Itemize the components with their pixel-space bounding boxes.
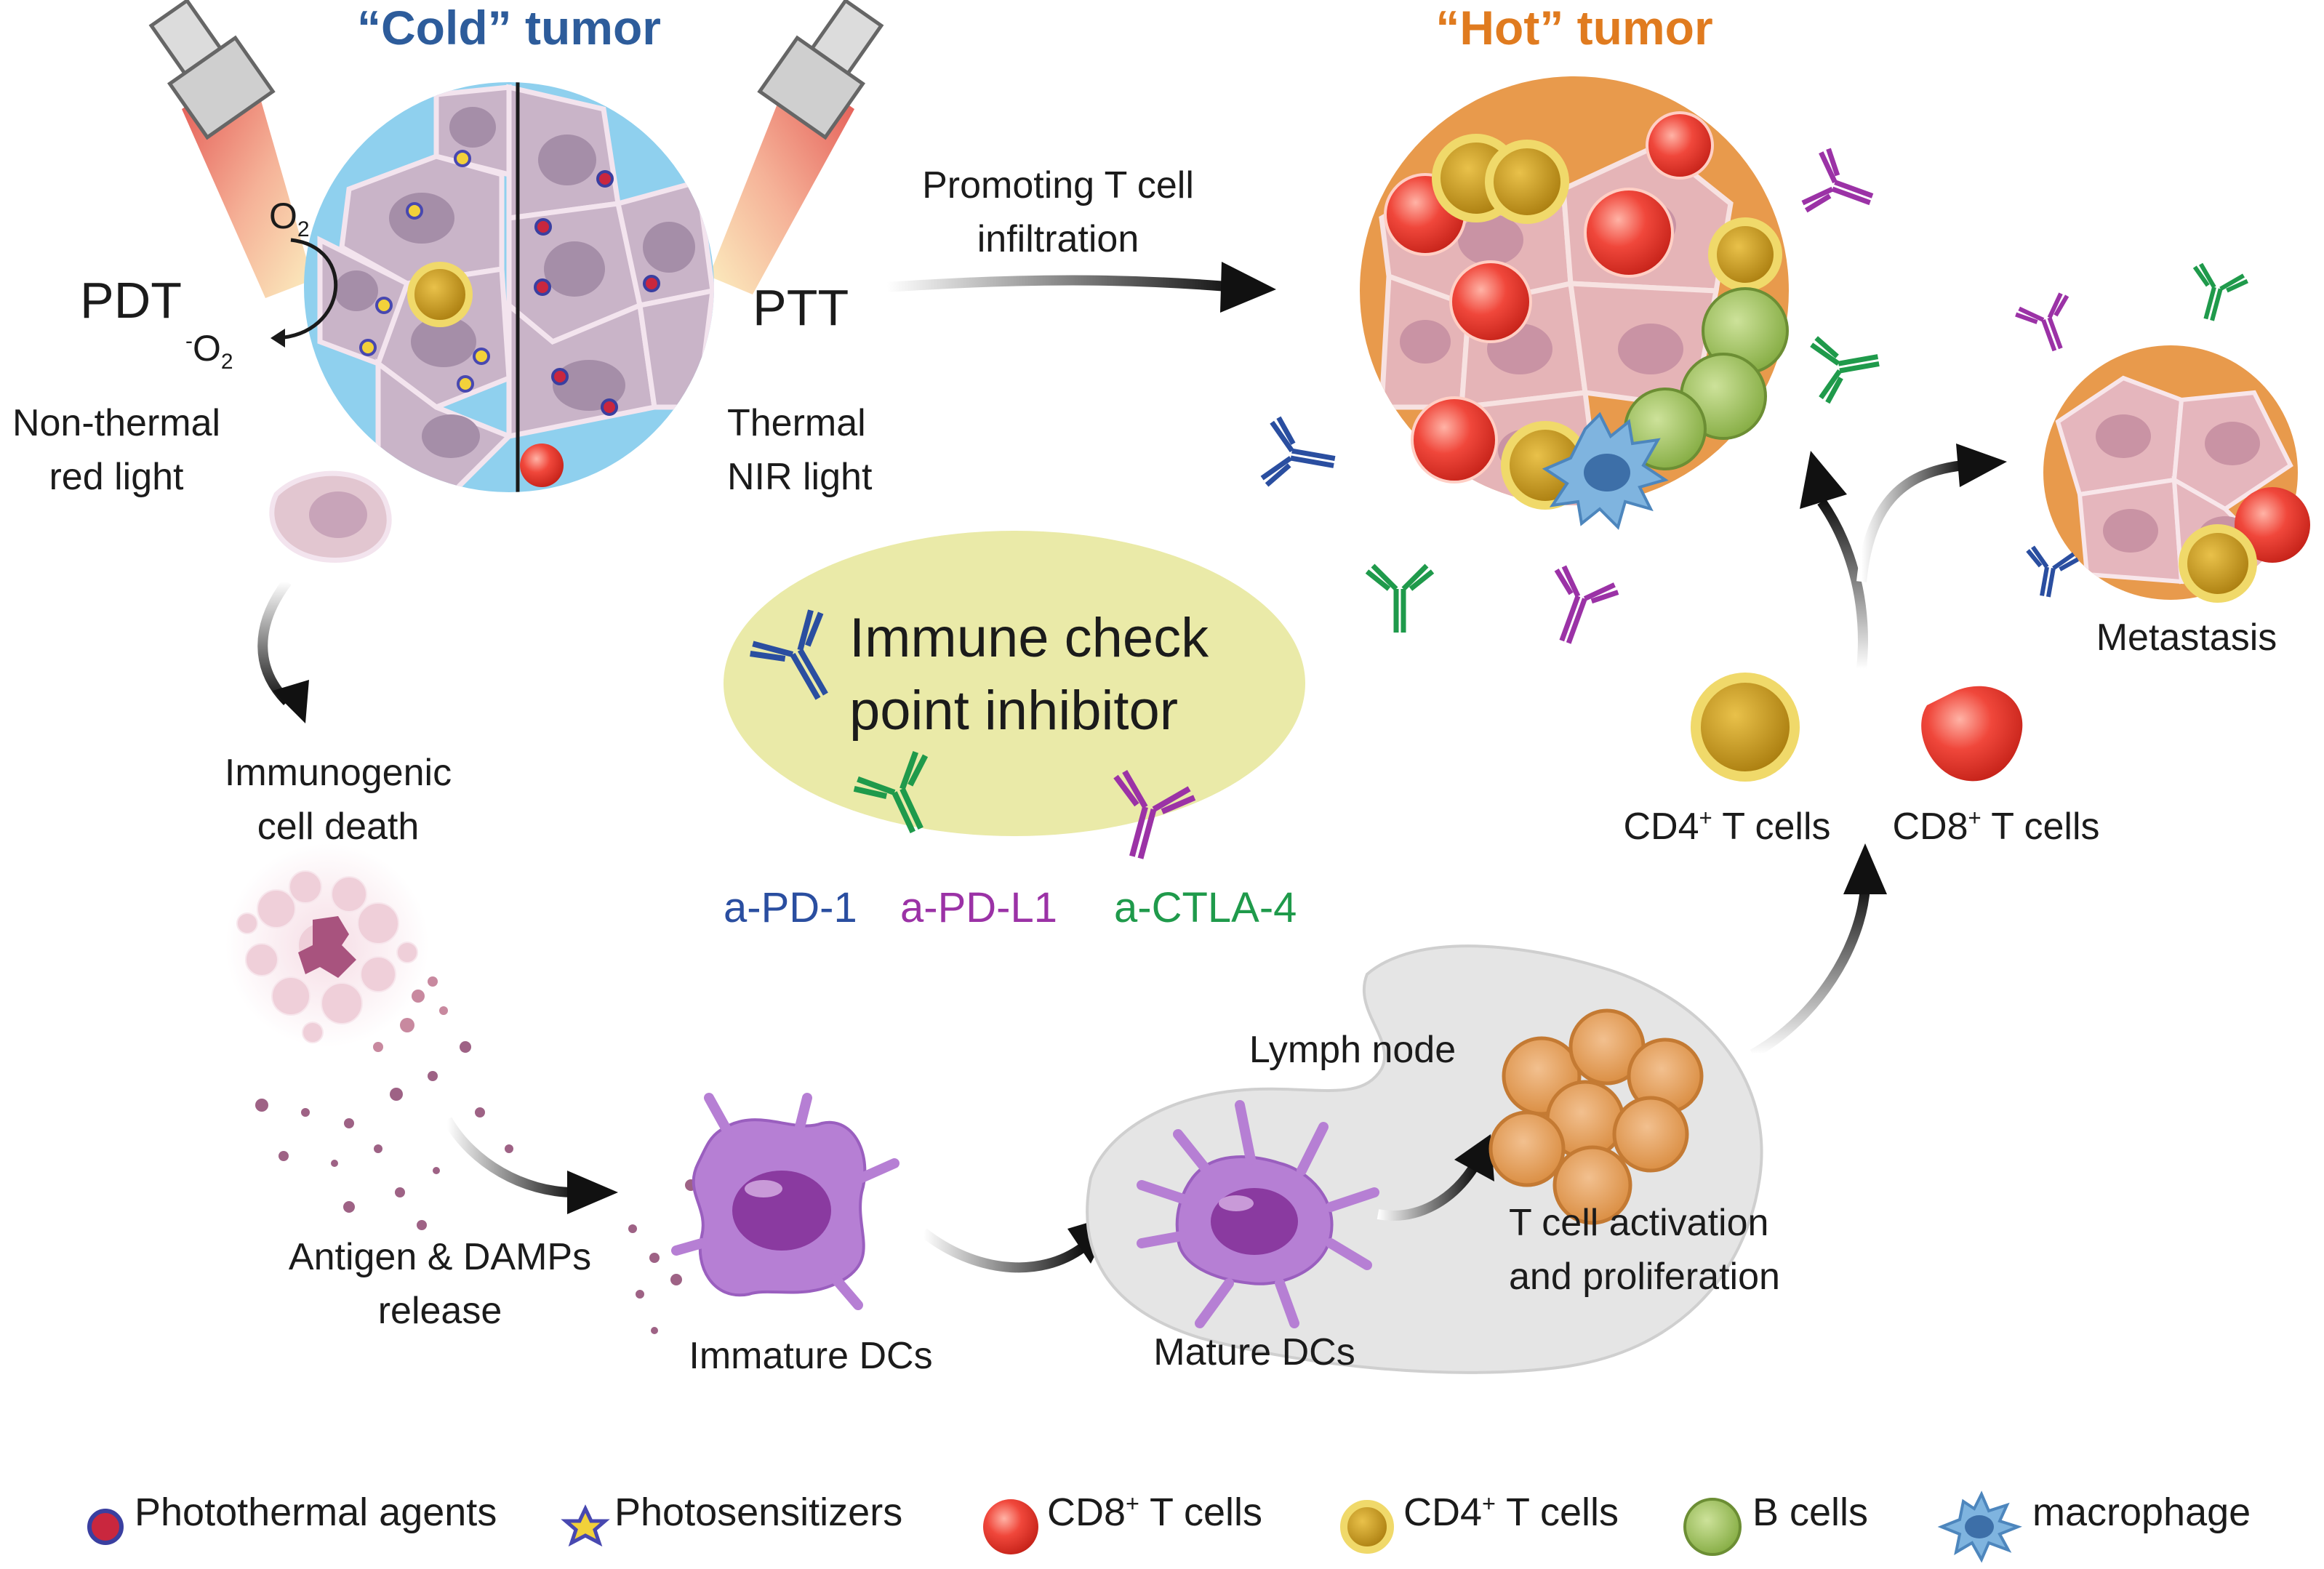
cold-tumor-title: “Cold” tumor xyxy=(357,1,661,55)
arrow-to-metastasis xyxy=(1856,460,1964,582)
arrow-to-mature-dcs xyxy=(920,1228,1087,1273)
legend-photothermal-label: Photothermal agents xyxy=(135,1490,497,1534)
hot-tumor-title: “Hot” tumor xyxy=(1435,1,1713,55)
arrow-to-immature-dcs xyxy=(442,1117,575,1197)
legend-cd4-label: CD4+ T cells xyxy=(1403,1490,1619,1534)
antibody-ctla4-icon-2 xyxy=(1365,563,1435,633)
ptt-label: PTT xyxy=(753,279,849,336)
a-pd1-label: a-PD-1 xyxy=(724,884,857,931)
pdt-label: PDT xyxy=(80,272,182,329)
ptt-lamp xyxy=(757,0,884,140)
hot-tumor xyxy=(1360,76,1789,530)
arrow-to-hot-tumor xyxy=(1817,498,1868,670)
o2-conversion-arrow xyxy=(276,238,338,340)
hot-tumor-macrophage xyxy=(1542,412,1669,530)
proliferating-t-cells xyxy=(1488,1008,1704,1225)
metastasis-cd4-cell xyxy=(2179,524,2257,603)
pdt-lamp xyxy=(148,0,276,140)
mature-dendritic-cell xyxy=(1137,1100,1379,1328)
legend-cd8: CD8+ T cells xyxy=(1040,1483,1262,1541)
legend-photothermal: Photothermal agents xyxy=(127,1483,497,1541)
tumor-cell-released xyxy=(269,470,392,563)
macrophage-icon xyxy=(1937,1490,2022,1563)
photosensitizer-icon xyxy=(561,1504,610,1547)
legend-photosensitizers: Photosensitizers xyxy=(607,1483,902,1541)
legend-macrophage-label: macrophage xyxy=(2032,1490,2251,1534)
immature-dcs-label: Immature DCs xyxy=(689,1335,933,1377)
legend-b-cells-label: B cells xyxy=(1752,1490,1869,1534)
metastasis-tumor xyxy=(2043,345,2310,603)
legend-icons xyxy=(87,1490,2022,1563)
cd4-t-cell xyxy=(1691,673,1800,782)
cd4-t-cells-label: CD4+ T cells xyxy=(1623,805,1831,848)
cold-tumor-cd4-cell xyxy=(407,262,473,327)
immunogenic-cell-death-debris xyxy=(225,843,448,1052)
photosensitizers xyxy=(359,150,490,393)
photothermal-agent-icon xyxy=(87,1509,124,1545)
inhibitor-bubble xyxy=(724,531,1305,836)
o2-label: O2 xyxy=(269,196,310,241)
mature-dcs-label: Mature DCs xyxy=(1153,1331,1355,1373)
b-cell-icon xyxy=(1683,1498,1742,1556)
metastasis-cd8-cell xyxy=(2235,487,2310,563)
antibody-ctla4-icon xyxy=(1810,336,1880,404)
arrow-cold-to-hot xyxy=(886,275,1237,292)
hot-tumor-cd4-cells xyxy=(1432,134,1782,510)
a-ctla4-label: a-CTLA-4 xyxy=(1114,884,1297,931)
hot-tumor-cd8-cells xyxy=(1384,111,1714,483)
antibody-pdl1-icon-bubble xyxy=(1113,770,1196,859)
cd8-t-cells-label: CD8+ T cells xyxy=(1892,805,2100,848)
antibody-pdl1-icon xyxy=(1801,148,1874,213)
immature-dendritic-cell xyxy=(671,1093,899,1310)
antibody-pdl1-icon-3 xyxy=(2015,292,2069,352)
antibody-ctla4-icon-bubble xyxy=(853,751,929,834)
cold-tumor-cd8-cell xyxy=(520,444,564,487)
antibody-pd1-icon-bubble xyxy=(750,609,828,700)
cd8-t-cell-icon xyxy=(983,1499,1038,1554)
cd8-t-cell xyxy=(1921,686,2023,782)
a-pdl1-label: a-PD-L1 xyxy=(900,884,1057,931)
lymph-node-label: Lymph node xyxy=(1249,1029,1456,1071)
cd4-t-cell-icon xyxy=(1340,1500,1394,1554)
arrow-to-activation xyxy=(1377,1160,1481,1221)
antibody-pdl1-icon-2 xyxy=(1554,565,1619,644)
legend-macrophage: macrophage xyxy=(2025,1483,2251,1541)
legend-photosensitizers-label: Photosensitizers xyxy=(614,1490,903,1534)
legend-b-cells: B cells xyxy=(1745,1483,1868,1541)
antibody-pd1-icon-2 xyxy=(2026,545,2079,598)
metastasis-label: Metastasis xyxy=(2096,617,2277,659)
arrow-to-icd xyxy=(257,578,292,705)
antibody-pd1-icon xyxy=(1260,416,1336,487)
cold-tumor xyxy=(148,0,884,492)
antigen-particles xyxy=(255,1041,746,1334)
antibody-ctla4-icon-3 xyxy=(2192,262,2249,321)
photothermal-agents xyxy=(534,170,660,416)
singlet-oxygen-label: -O2 xyxy=(185,328,233,374)
legend-cd4: CD4+ T cells xyxy=(1396,1483,1619,1541)
legend-cd8-label: CD8+ T cells xyxy=(1047,1490,1263,1534)
arrow-to-t-cells xyxy=(1750,886,1870,1059)
